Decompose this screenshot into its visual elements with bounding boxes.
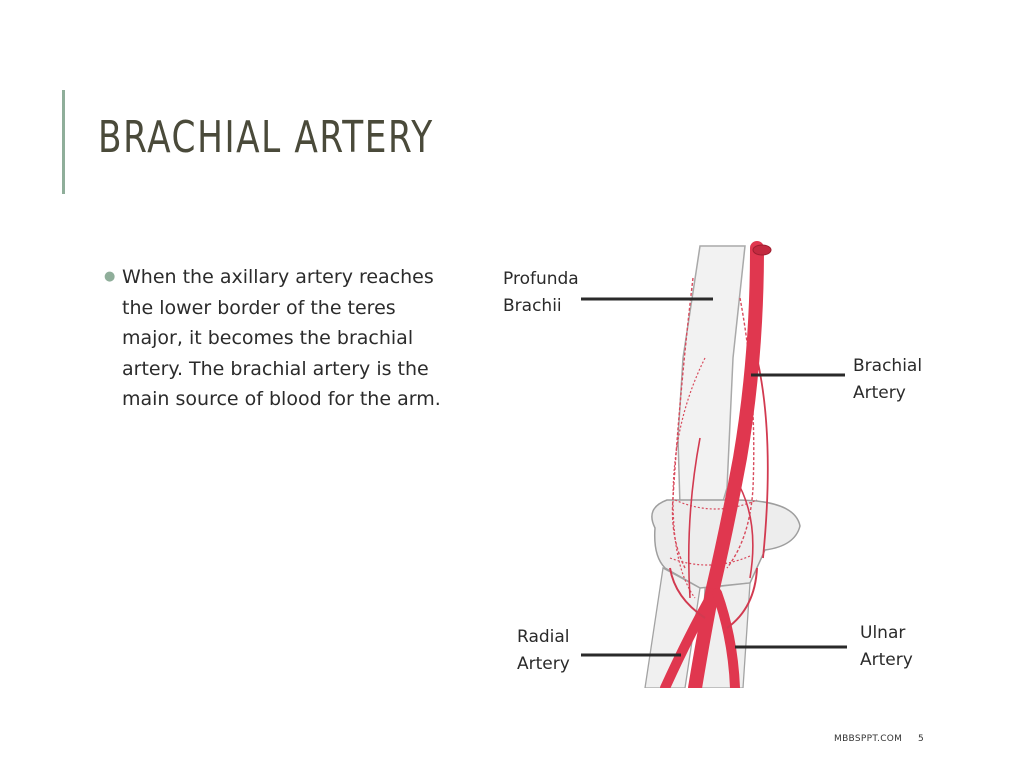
radius-bone (644, 566, 701, 688)
label-brachial-artery: Brachial Artery (853, 356, 923, 403)
artery-drawing (495, 238, 945, 688)
footer-site: MBBSPPT.COM (834, 734, 903, 744)
ulnar-artery-vessel (712, 588, 740, 688)
title-accent-bar (62, 90, 65, 194)
slide-title: BRACHIAL ARTERY (98, 112, 434, 163)
page-number: 5 (918, 734, 924, 744)
bullet-text: When the axillary artery reaches the low… (122, 266, 441, 410)
slide-body: ● When the axillary artery reaches the l… (102, 262, 462, 415)
label-radial-artery: Radial Artery (517, 627, 570, 674)
bullet-dot-icon: ● (104, 269, 116, 284)
bullet-item: ● When the axillary artery reaches the l… (102, 262, 462, 415)
label-ulnar-artery: Ulnar Artery (860, 623, 913, 670)
brachial-artery-vessel (688, 241, 764, 688)
brachial-artery-illustration: Profunda Brachii Brachial Artery Radial … (495, 238, 945, 688)
radial-artery-vessel (660, 588, 718, 688)
label-profunda-brachii: Profunda Brachii (503, 269, 579, 316)
